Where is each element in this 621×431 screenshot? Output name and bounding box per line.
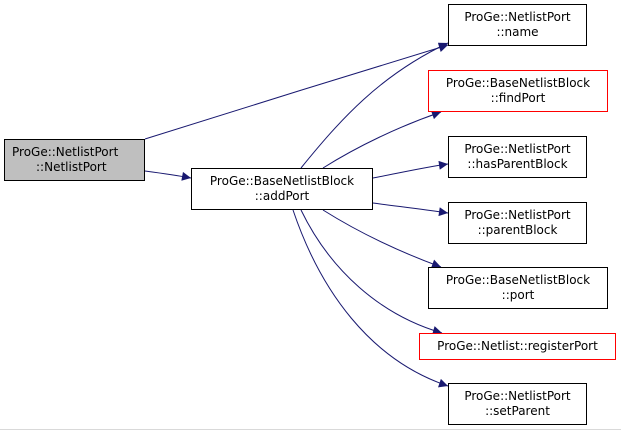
edge-addport-to-hasparent [372,160,449,179]
node-registerport[interactable]: ProGe::Netlist::registerPort [419,333,616,360]
edge-root-to-name [144,43,449,140]
edge-addport-to-port [322,209,442,269]
node-label-line2: ::name [496,25,539,39]
node-label-line1: ProGe::Netlist::registerPort [437,339,598,353]
node-port[interactable]: ProGe::BaseNetlistBlock ::port [428,267,608,309]
edge-addport-to-findport [322,110,442,169]
node-findport[interactable]: ProGe::BaseNetlistBlock ::findPort [428,70,608,112]
node-addport[interactable]: ProGe::BaseNetlistBlock ::addPort [191,168,373,210]
edge-addport-to-name [300,42,449,169]
node-label-line1: ProGe::BaseNetlistBlock [209,174,355,188]
node-hasparentblock[interactable]: ProGe::NetlistPort ::hasParentBlock [448,136,587,178]
node-label-line1: ProGe::BaseNetlistBlock [445,76,591,90]
node-netlistport-constructor[interactable]: ProGe::NetlistPort ::NetlistPort [4,139,145,181]
node-label-line2: ::NetlistPort [36,160,107,174]
edge-root-to-addport [144,170,192,181]
node-label-line2: ::findPort [490,91,546,105]
node-label-line1: ProGe::NetlistPort [464,142,571,156]
node-label-line2: ::hasParentBlock [467,157,568,171]
node-name[interactable]: ProGe::NetlistPort ::name [448,4,587,46]
edge-addport-to-setparent [292,209,449,388]
node-label-line2: ::addPort [254,189,310,203]
node-label-line1: ProGe::NetlistPort [12,145,119,159]
node-label-line2: ::parentBlock [477,223,558,237]
node-setparent[interactable]: ProGe::NetlistPort ::setParent [448,383,587,425]
node-label-line2: ::port [501,288,535,302]
edge-addport-to-parentblock [372,202,449,217]
node-label-line1: ProGe::NetlistPort [464,389,571,403]
node-parentblock[interactable]: ProGe::NetlistPort ::parentBlock [448,202,587,244]
bottom-divider [0,429,621,430]
node-label-line1: ProGe::NetlistPort [464,10,571,24]
edge-addport-to-registerport [300,209,443,335]
node-label-line1: ProGe::BaseNetlistBlock [445,273,591,287]
node-label-line1: ProGe::NetlistPort [464,208,571,222]
node-label-line2: ::setParent [485,404,550,418]
